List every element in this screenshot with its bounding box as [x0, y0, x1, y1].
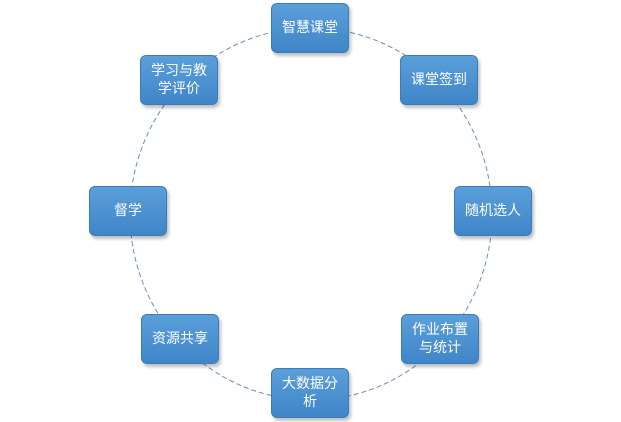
node-label: 智慧课堂	[282, 20, 338, 36]
node-homework-stats[interactable]: 作业布置与统计	[401, 314, 479, 364]
node-label: 资源共享	[152, 331, 208, 347]
node-label: 课堂签到	[411, 72, 467, 88]
node-supervision[interactable]: 督学	[89, 186, 167, 236]
node-smart-classroom[interactable]: 智慧课堂	[271, 3, 349, 53]
node-label: 学习与教学评价	[151, 63, 207, 97]
node-label: 督学	[114, 203, 142, 219]
node-class-checkin[interactable]: 课堂签到	[400, 55, 478, 105]
node-label: 作业布置与统计	[412, 322, 468, 356]
node-learning-teaching-evaluation[interactable]: 学习与教学评价	[140, 55, 218, 105]
node-random-pick[interactable]: 随机选人	[454, 186, 532, 236]
node-resource-sharing[interactable]: 资源共享	[141, 314, 219, 364]
node-label: 大数据分析	[282, 376, 338, 410]
node-big-data-analysis[interactable]: 大数据分析	[271, 368, 349, 418]
node-label: 随机选人	[465, 203, 521, 219]
